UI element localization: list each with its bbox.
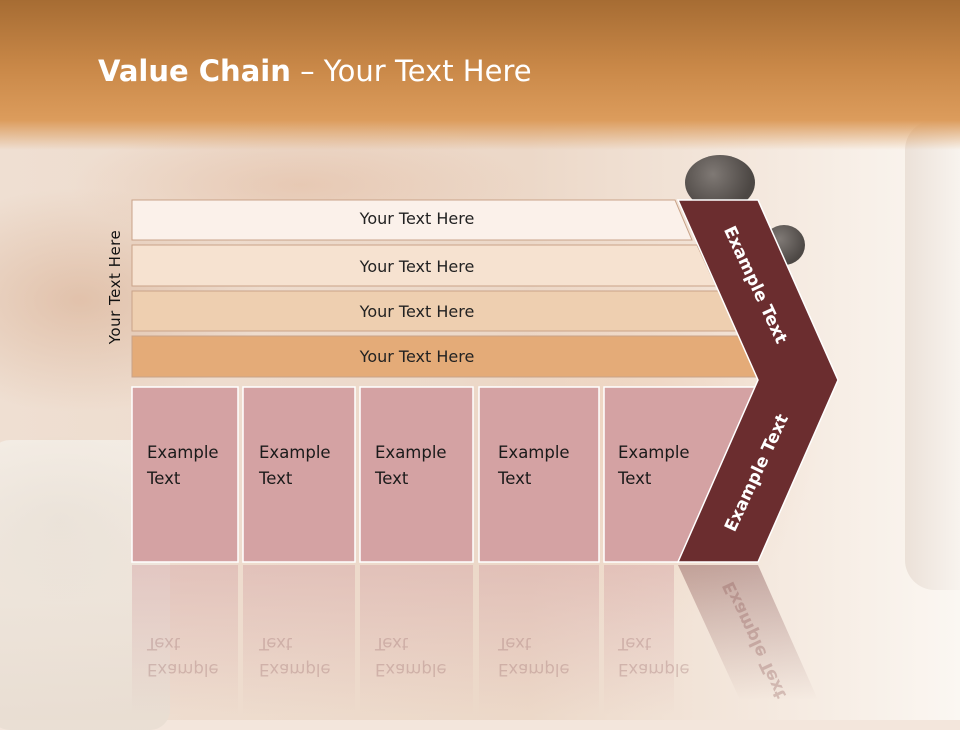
reflection-line: Text xyxy=(498,634,532,653)
primary-box-reflection-label: Example Text xyxy=(498,630,570,682)
reflection xyxy=(604,565,674,715)
reflection xyxy=(243,565,355,715)
slide-title: Value Chain – Your Text Here xyxy=(98,54,532,88)
support-row-label: Your Text Here xyxy=(359,257,475,276)
margin-chevron xyxy=(676,199,839,563)
reflection xyxy=(360,565,473,715)
reflection-line: Example xyxy=(259,660,331,679)
primary-box-line: Text xyxy=(375,469,409,488)
reflection-line: Text xyxy=(375,634,409,653)
primary-box-line: Example xyxy=(147,443,219,462)
reflection-line: Example xyxy=(618,660,690,679)
reflection xyxy=(132,565,238,715)
primary-box xyxy=(242,386,356,563)
reflection-line: Example xyxy=(375,660,447,679)
primary-box xyxy=(131,386,239,563)
primary-box-line: Example xyxy=(375,443,447,462)
primary-box-line: Example xyxy=(498,443,570,462)
primary-box-line: Example xyxy=(259,443,331,462)
support-row xyxy=(131,199,693,241)
primary-box-line: Text xyxy=(498,469,532,488)
support-row-label: Your Text Here xyxy=(359,347,475,366)
support-row-label: Your Text Here xyxy=(359,209,475,228)
title-rest: – Your Text Here xyxy=(290,54,532,88)
primary-box-line: Example xyxy=(618,443,690,462)
primary-box-reflection-label: Example Text xyxy=(618,630,690,682)
reflection-line: Text xyxy=(147,634,181,653)
title-bold: Value Chain xyxy=(98,54,291,88)
reflection xyxy=(678,565,818,700)
reflection-line: Example xyxy=(147,660,219,679)
reflection xyxy=(479,565,599,715)
primary-box-reflection-label: Example Text xyxy=(375,630,447,682)
primary-box-line: Text xyxy=(147,469,181,488)
primary-box xyxy=(478,386,600,563)
reflection-line: Text xyxy=(259,634,293,653)
reflection-line: Example xyxy=(498,660,570,679)
primary-box-line: Text xyxy=(618,469,652,488)
primary-box-line: Text xyxy=(259,469,293,488)
primary-box xyxy=(359,386,474,563)
reflection-line: Text xyxy=(618,634,652,653)
primary-box-reflection-label: Example Text xyxy=(259,630,331,682)
title-banner xyxy=(0,0,960,150)
support-row-label: Your Text Here xyxy=(359,302,475,321)
towel-decoration xyxy=(905,120,960,590)
primary-box-reflection-label: Example Text xyxy=(147,630,219,682)
